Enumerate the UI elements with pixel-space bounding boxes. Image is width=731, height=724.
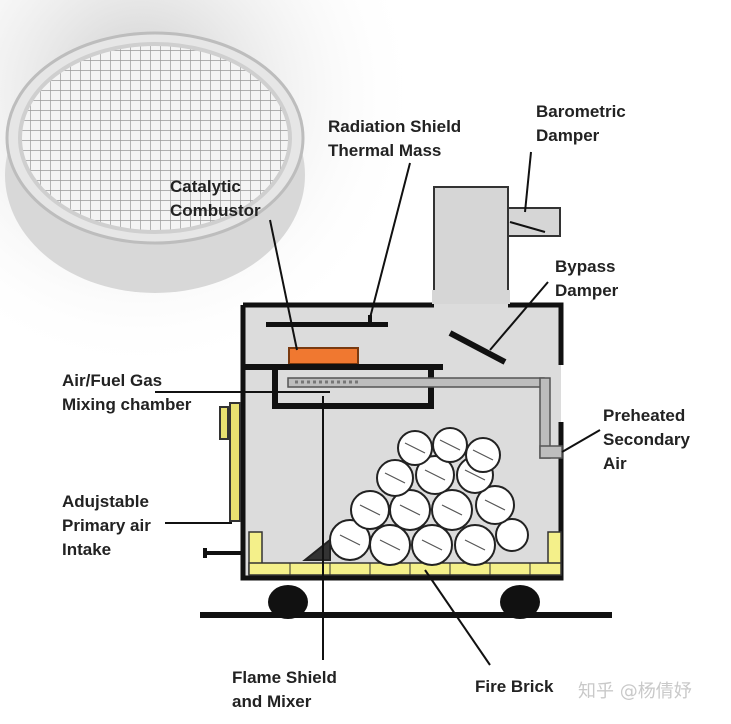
leader-lines <box>155 151 601 666</box>
label-primary-air-intake: Adujstable Primary air Intake <box>62 492 156 559</box>
label-radiation-shield: Radiation Shield Thermal Mass <box>328 117 466 160</box>
stove-door <box>219 402 241 522</box>
catalytic-combustor-photo <box>5 31 305 293</box>
label-air-fuel-gas: Air/Fuel Gas Mixing chamber <box>62 371 192 414</box>
fire-brick <box>248 531 562 576</box>
bypass-damper <box>448 330 507 365</box>
catalytic-combustor <box>288 347 359 365</box>
radiation-shield <box>266 315 388 327</box>
label-preheated-secondary-air: Preheated Secondary Air <box>603 406 695 473</box>
chimney <box>433 186 561 306</box>
mixing-chamber <box>287 377 563 459</box>
wood-grain <box>339 439 506 551</box>
label-fire-brick: Fire Brick <box>475 677 554 696</box>
stove-feet <box>200 585 612 619</box>
watermark: 知乎 @杨倩妤 <box>578 681 692 702</box>
primary-air-inlet <box>203 548 243 558</box>
label-bypass-damper: Bypass Damper <box>555 257 620 300</box>
label-catalytic-combustor: Catalytic Combustor <box>170 177 261 220</box>
label-barometric-damper: Barometric Damper <box>536 102 631 145</box>
label-flame-shield: Flame Shield and Mixer <box>232 668 342 711</box>
